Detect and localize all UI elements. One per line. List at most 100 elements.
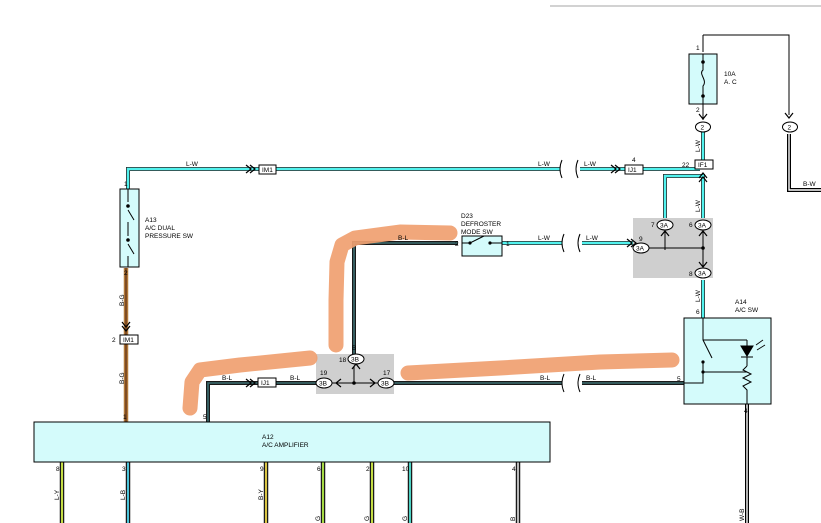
wire-label-defrost-right2: L-W — [586, 235, 599, 242]
svg-text:4: 4 — [632, 157, 636, 164]
junction-3a-dot — [701, 246, 705, 250]
svg-text:IJ1: IJ1 — [261, 380, 270, 387]
svg-text:IF1: IF1 — [698, 162, 708, 169]
amp-bottom-pin-8: 8 — [56, 466, 60, 473]
connector-ij1-top: IJ1 4 — [610, 157, 644, 175]
amp-bottom-pin-10: 10 — [402, 466, 410, 473]
svg-text:IJ1: IJ1 — [628, 167, 637, 174]
d23-pin-left: 2 — [455, 241, 459, 248]
highlight-j3b-right — [400, 352, 680, 381]
a12-name: A/C AMPLIFIER — [262, 442, 309, 449]
a14-led-rays — [755, 339, 766, 351]
highlight-defroster-left — [328, 224, 458, 353]
a13-name-2: PRESSURE SW — [145, 233, 194, 240]
svg-text:8: 8 — [689, 271, 693, 278]
wire-label-b2: L-B — [120, 490, 127, 500]
wire-label-b4: G — [315, 516, 322, 521]
svg-text:3B: 3B — [319, 381, 327, 388]
fuse-rating: 10A — [724, 71, 736, 78]
wire-label-j3b-top: B — [352, 345, 356, 352]
wire-label-b1: L-Y — [54, 489, 61, 500]
connector-3a-9: 3A 9 — [632, 236, 650, 254]
wire-lw-top — [126, 167, 700, 189]
wire-lw-if1-left — [663, 174, 703, 218]
wire-label-if1-down: L-W — [695, 199, 702, 212]
amp-bottom-pin-9: 9 — [260, 466, 264, 473]
connector-3b-18: 3B 18 — [339, 353, 365, 370]
fuse-element — [701, 54, 705, 104]
connector-3a-8: 3A 8 — [689, 261, 712, 279]
wire-bl-defroster-left — [352, 241, 458, 354]
svg-text:3A: 3A — [660, 223, 669, 230]
connector-im1-left: IM1 2 — [112, 321, 139, 345]
connector-2-right: 2 — [782, 112, 798, 133]
connector-ij1-bottom: IJ1 — [245, 377, 277, 388]
fuse-terminal-top — [701, 60, 705, 64]
wire-label-bottom-right2: B-L — [586, 375, 597, 382]
wire-bw-ext-right — [787, 134, 821, 192]
wire-break-bottom — [561, 373, 581, 393]
amp-pin-1: 1 — [123, 414, 127, 421]
a12-ac-amplifier — [33, 421, 551, 463]
a12-id: A12 — [262, 434, 274, 441]
a14-ac-switch — [683, 317, 772, 405]
connector-3a-6: 3A 6 — [689, 219, 712, 237]
a14-pin-top: 6 — [696, 309, 700, 316]
wire-label-j3b-left2: B-L — [290, 375, 301, 382]
wire-label-bottom-right1: B-L — [540, 375, 551, 382]
fuse-pin-top: 1 — [696, 45, 700, 52]
wire-label-b3: B-Y — [258, 489, 265, 501]
svg-text:3B: 3B — [381, 381, 389, 388]
a13-pin-top: 1 — [124, 181, 128, 188]
a14-resistor-icon — [741, 365, 753, 404]
a13-id: A13 — [145, 217, 157, 224]
a14-pin-left: 5 — [677, 376, 681, 383]
wire-label-top-left: L-W — [186, 161, 199, 168]
amp-pin-5: 5 — [203, 414, 207, 421]
svg-text:3B: 3B — [351, 357, 359, 364]
fuse-terminal-bottom — [701, 94, 705, 98]
a13-pin-bottom: 2 — [124, 270, 128, 277]
connector-3b-17: 3B 17 — [369, 370, 395, 389]
a14-pin-bottom: 4 — [744, 408, 748, 415]
a13-dual-pressure-switch — [119, 188, 140, 268]
svg-text:2: 2 — [788, 125, 792, 132]
wire-bl-j3b-left — [206, 381, 316, 422]
a14-id: A14 — [735, 299, 747, 306]
svg-text:IM1: IM1 — [262, 167, 273, 174]
svg-text:19: 19 — [320, 370, 328, 377]
wire-label-a13-down2: B-G — [119, 372, 126, 384]
a13-switch-contacts — [127, 189, 135, 267]
d23-id: D23 — [461, 213, 473, 220]
fuse-name: A. C — [724, 79, 737, 86]
fuse-pin-bottom: 2 — [696, 107, 700, 114]
svg-text:3A: 3A — [698, 271, 707, 278]
svg-text:IM1: IM1 — [123, 337, 134, 344]
wire-label-b8: W-B — [739, 508, 746, 521]
connector-im1-top: IM1 — [245, 164, 277, 175]
wire-label-j3b-left1: B-L — [222, 375, 233, 382]
wire-label-a13-down1: B-G — [119, 294, 126, 306]
amp-bottom-pin-4: 4 — [512, 466, 516, 473]
amp-bottom-pin-2: 2 — [366, 466, 370, 473]
d23-name-1: DEFROSTER — [461, 221, 501, 228]
amp-bottom-pin-6: 6 — [317, 466, 321, 473]
d23-name-2: MODE SW — [461, 229, 494, 236]
highlight-j3b-left — [182, 350, 318, 416]
wire-break-top — [559, 159, 579, 179]
wire-label-b7: B — [510, 517, 517, 521]
connector-if1: IF1 22 — [682, 159, 714, 183]
amp-bottom-pin-3: 3 — [122, 466, 126, 473]
wire-label-fuse-down: L-W — [695, 139, 702, 152]
wire-label-top-mid2: L-W — [584, 161, 597, 168]
wire-break-defroster — [561, 233, 581, 253]
wire-label-ext-right: B-W — [803, 181, 817, 188]
wire-label-defrost-left: B-L — [398, 235, 409, 242]
connector-3a-7: 3A 7 — [651, 219, 674, 237]
wire-label-b5: G — [364, 516, 371, 521]
svg-text:18: 18 — [339, 357, 347, 364]
a14-name: A/C SW — [735, 307, 759, 314]
d23-defroster-switch — [461, 235, 503, 257]
svg-text:7: 7 — [651, 222, 655, 229]
